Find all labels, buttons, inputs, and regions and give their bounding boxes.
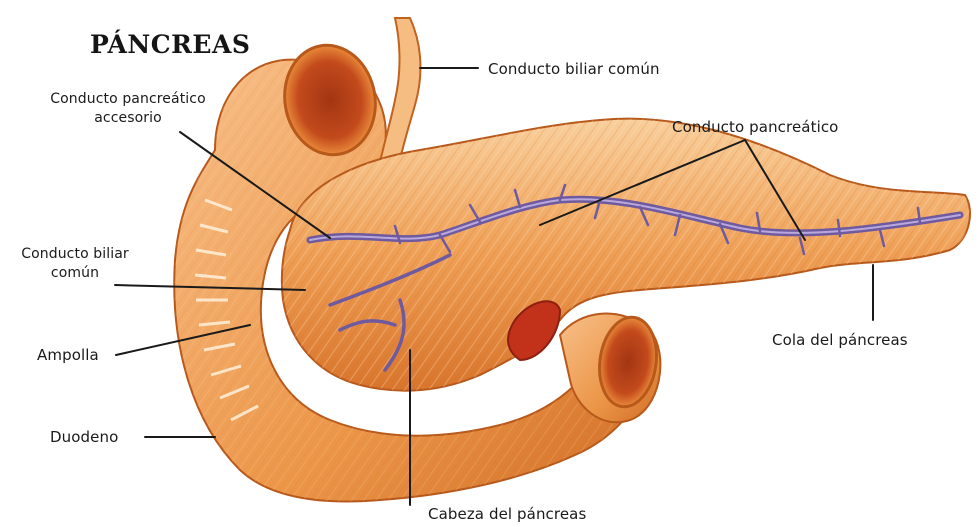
label-ampolla: Ampolla <box>37 346 99 364</box>
label-conducto-biliar-comun-left: Conducto biliar común <box>5 245 145 283</box>
label-conducto-biliar-comun-top: Conducto biliar común <box>488 60 660 78</box>
diagram-title: PÁNCREAS <box>90 30 250 59</box>
label-conducto-pancreatico-accesorio-line1: Conducto pancreático <box>28 90 228 109</box>
label-conducto-biliar-comun-left-line1: Conducto biliar <box>5 245 145 264</box>
label-conducto-pancreatico: Conducto pancreático <box>672 118 838 136</box>
label-cola-del-pancreas: Cola del páncreas <box>772 331 908 349</box>
label-conducto-biliar-comun-left-line2: común <box>5 264 145 283</box>
label-conducto-pancreatico-accesorio: Conducto pancreático accesorio <box>28 90 228 128</box>
label-duodeno: Duodeno <box>50 428 118 446</box>
label-conducto-pancreatico-accesorio-line2: accesorio <box>28 109 228 128</box>
label-cabeza-del-pancreas: Cabeza del páncreas <box>428 505 586 523</box>
